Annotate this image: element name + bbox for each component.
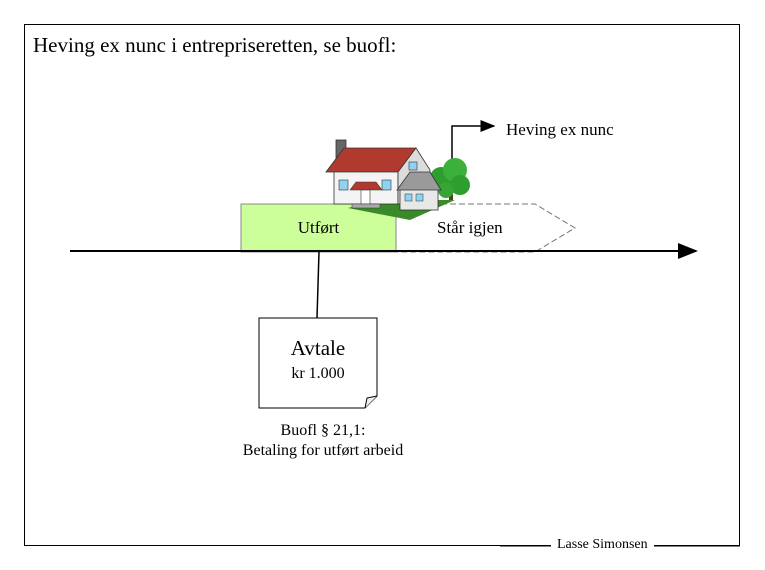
author-name: Lasse Simonsen xyxy=(551,537,654,553)
contract-title: Avtale xyxy=(290,336,346,360)
heving-label: Heving ex nunc xyxy=(506,120,614,139)
contract-connector xyxy=(316,251,320,319)
remaining-work-label: Står igjen xyxy=(437,218,503,237)
heving-arrow xyxy=(451,120,496,160)
completed-work-label: Utført xyxy=(297,218,340,237)
legal-reference-line1: Buofl § 21,1: xyxy=(280,422,366,439)
remaining-work-shape xyxy=(396,203,576,253)
slide-title: Heving ex nunc i entrepriseretten, se bu… xyxy=(33,33,397,57)
house-icon xyxy=(325,139,470,220)
legal-reference-line2: Betaling for utført arbeid xyxy=(242,442,404,459)
slide-frame xyxy=(24,24,740,546)
contract-amount: kr 1.000 xyxy=(291,365,345,382)
contract-note xyxy=(258,317,378,409)
legal-reference: Buofl § 21,1: Betaling for utført arbeid xyxy=(213,421,433,461)
